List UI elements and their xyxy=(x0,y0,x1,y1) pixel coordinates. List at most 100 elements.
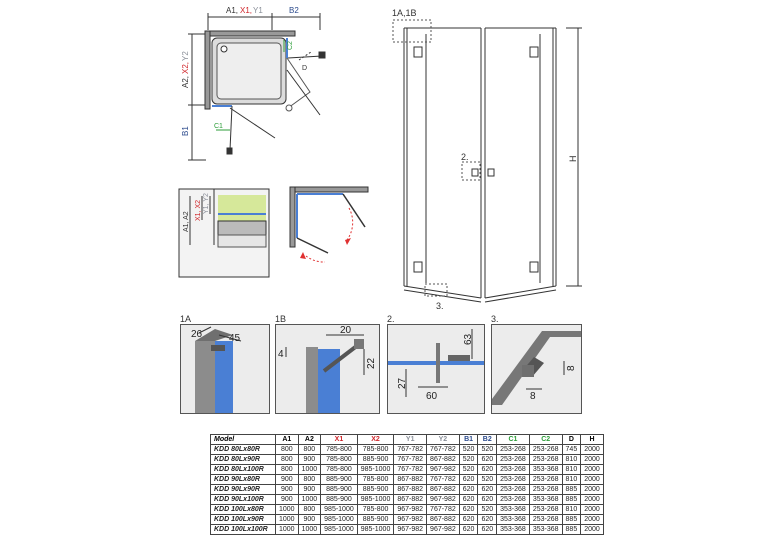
table-cell: 1000 xyxy=(297,464,322,475)
table-cell: KDD 80Lx90R xyxy=(210,454,276,465)
table-cell: 253-268 xyxy=(528,484,563,495)
table-cell: 253-268 xyxy=(528,504,563,515)
table-cell: 885 xyxy=(561,484,582,495)
table-cell: 967-982 xyxy=(426,494,460,505)
table-cell: 620 xyxy=(458,504,479,515)
plan-label-x1: X1, xyxy=(240,6,252,15)
table-cell: 810 xyxy=(561,454,582,465)
plan-label-b2: B2 xyxy=(289,6,299,15)
table-cell: 620 xyxy=(477,454,498,465)
table-cell: 2000 xyxy=(580,454,604,465)
header-cell: X1 xyxy=(320,434,358,445)
elevation-height-label: H xyxy=(568,156,578,163)
table-cell: 885-900 xyxy=(356,454,395,465)
table-cell: 1000 xyxy=(275,514,299,525)
table-cell: 900 xyxy=(297,454,322,465)
header-cell: A1 xyxy=(275,434,299,445)
table-cell: 2000 xyxy=(580,504,604,515)
section-label-y: Y1, Y2 xyxy=(203,193,210,214)
table-cell: KDD 100Lx80R xyxy=(210,504,276,515)
plan-label-b1: B1 xyxy=(181,126,190,136)
table-cell: KDD 90Lx90R xyxy=(210,484,276,495)
detail-1a-label: 1A xyxy=(180,314,191,324)
table-cell: 885 xyxy=(561,514,582,525)
plan-view xyxy=(188,13,326,161)
table-cell: 810 xyxy=(561,474,582,485)
elevation-callout-2: 2. xyxy=(461,152,469,162)
header-cell: D xyxy=(561,434,582,445)
table-cell: 1000 xyxy=(275,504,299,515)
plan-label-a2: A2, xyxy=(181,76,190,88)
table-cell: 885-900 xyxy=(320,494,358,505)
section-label-a: A1, A2 xyxy=(183,211,190,232)
table-cell: KDD 80Lx80R xyxy=(210,444,276,455)
table-cell: 900 xyxy=(297,514,322,525)
table-cell: 785-800 xyxy=(320,464,358,475)
table-cell: 253-268 xyxy=(528,474,563,485)
plan-label-a1: A1, xyxy=(226,6,238,15)
plan-label-d: D xyxy=(302,65,307,72)
table-cell: 520 xyxy=(458,444,479,455)
table-cell: 767-782 xyxy=(393,464,428,475)
header-cell: Y1 xyxy=(393,434,428,445)
table-cell: 253-268 xyxy=(528,454,563,465)
table-cell: 867-882 xyxy=(393,474,428,485)
plan-label-x2: X2, xyxy=(181,62,190,74)
table-cell: 1000 xyxy=(275,524,299,535)
table-cell: 985-1000 xyxy=(320,504,358,515)
table-cell: 785-800 xyxy=(356,474,395,485)
table-cell: 520 xyxy=(477,474,498,485)
plan-label-y2: Y2 xyxy=(181,51,190,61)
detail-1b: 20 4 22 xyxy=(275,324,380,414)
header-cell: A2 xyxy=(297,434,322,445)
table-cell: 620 xyxy=(458,514,479,525)
table-cell: 353-368 xyxy=(528,494,563,505)
table-cell: KDD 100Lx100R xyxy=(210,524,276,535)
plan-label-c1: C1 xyxy=(214,123,223,130)
table-cell: 867-882 xyxy=(393,484,428,495)
table-cell: 620 xyxy=(477,494,498,505)
table-cell: 520 xyxy=(477,504,498,515)
detail-3: 8 8 xyxy=(491,324,582,414)
detail-3-label: 3. xyxy=(491,314,499,324)
header-cell: Y2 xyxy=(426,434,460,445)
detail-2-dim1: 63 xyxy=(463,333,474,345)
table-cell: 785-800 xyxy=(356,504,395,515)
table-cell: 253-268 xyxy=(496,444,530,455)
plan-label-y1: Y1 xyxy=(253,6,263,15)
table-cell: 885-900 xyxy=(356,484,395,495)
detail-1b-dim1: 20 xyxy=(340,325,352,336)
table-cell: 885-900 xyxy=(356,514,395,525)
table-cell: 810 xyxy=(561,464,582,475)
table-cell: 2000 xyxy=(580,464,604,475)
table-cell: 520 xyxy=(458,454,479,465)
table-cell: KDD 100Lx90R xyxy=(210,514,276,525)
table-cell: 867-882 xyxy=(426,454,460,465)
section-label-x: X1, X2 xyxy=(195,200,202,221)
table-cell: 785-800 xyxy=(356,444,395,455)
table-cell: 900 xyxy=(275,474,299,485)
table-cell: 2000 xyxy=(580,524,604,535)
table-cell: 2000 xyxy=(580,484,604,495)
table-cell: 353-368 xyxy=(496,504,530,515)
table-cell: 900 xyxy=(297,484,322,495)
table-cell: 900 xyxy=(275,494,299,505)
table-cell: 967-982 xyxy=(426,524,460,535)
table-cell: 885 xyxy=(561,524,582,535)
table-cell: 353-368 xyxy=(528,464,563,475)
table-cell: 1000 xyxy=(297,494,322,505)
table-cell: 900 xyxy=(275,484,299,495)
detail-1a-dim2: 45 xyxy=(229,333,241,344)
table-cell: 800 xyxy=(297,444,322,455)
table-cell: 985-1000 xyxy=(320,514,358,525)
table-cell: 967-982 xyxy=(393,524,428,535)
header-cell: C1 xyxy=(496,434,530,445)
table-cell: 253-268 xyxy=(528,514,563,525)
table-cell: 985-1000 xyxy=(356,494,395,505)
table-cell: 520 xyxy=(458,464,479,475)
